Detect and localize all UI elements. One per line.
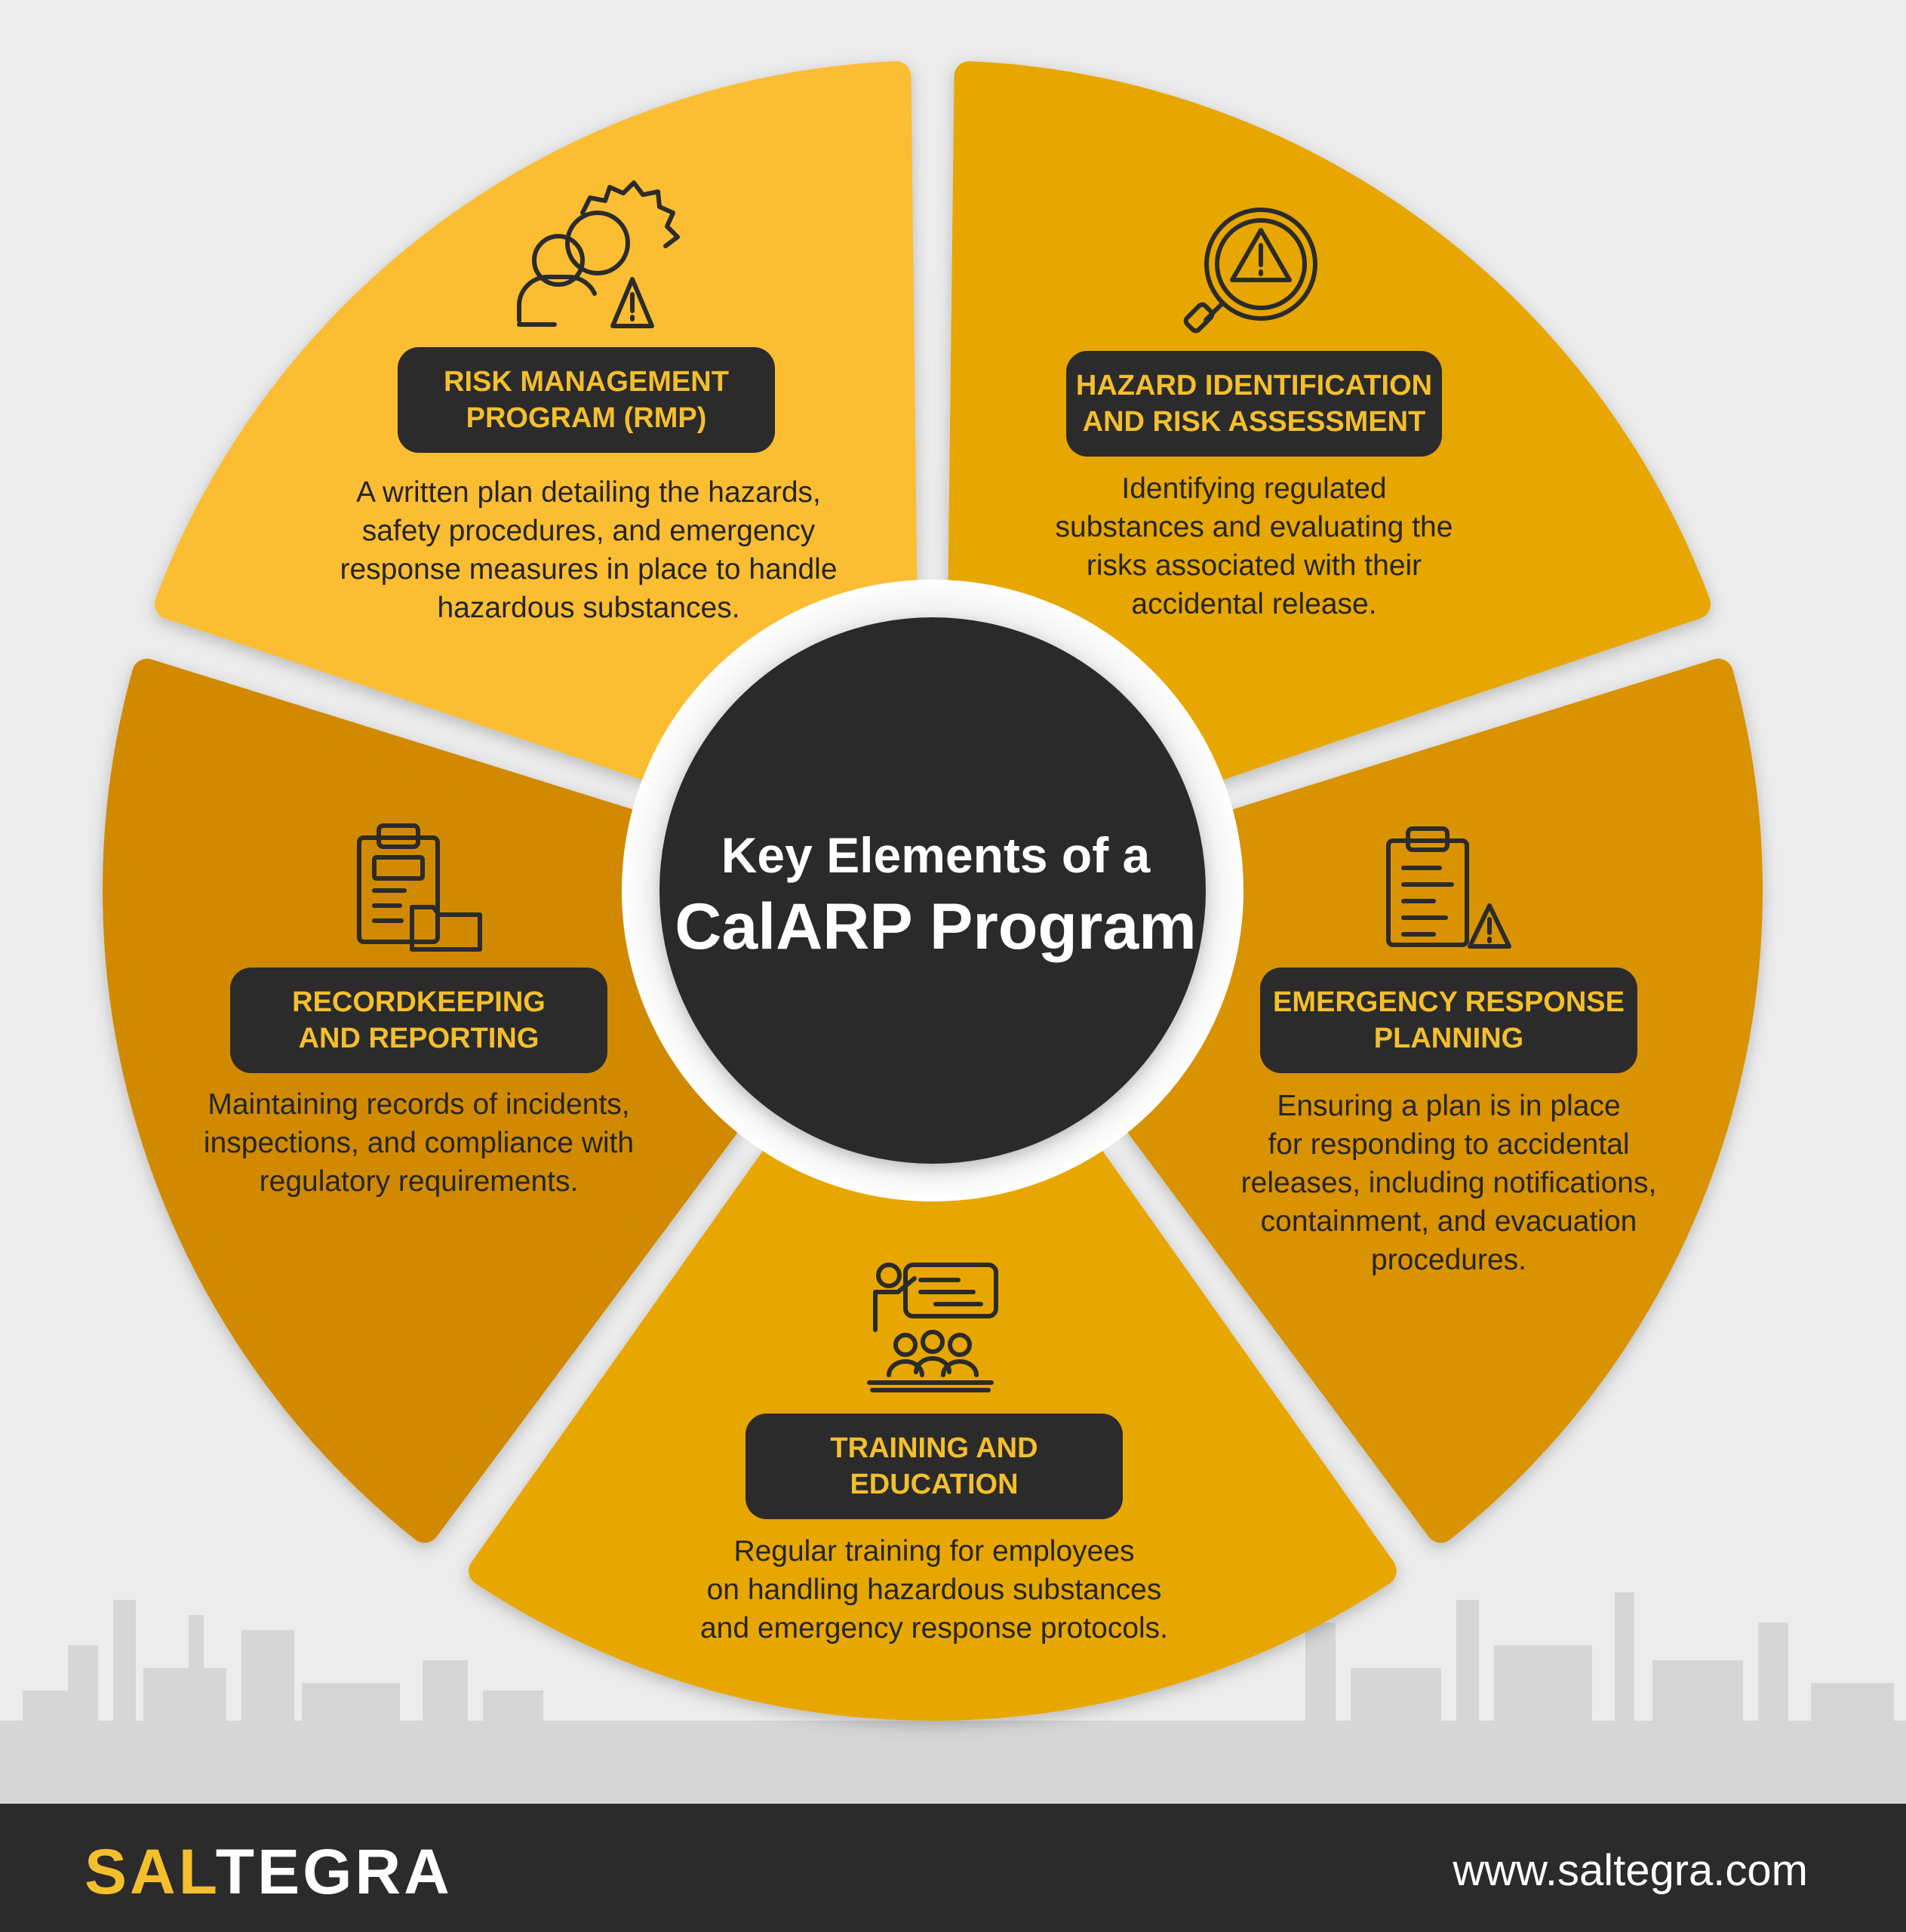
heading-line: PROGRAM (RMP) <box>466 402 707 434</box>
description-line: for responding to accidental <box>1268 1128 1630 1161</box>
website-url[interactable]: www.saltegra.com <box>1453 1846 1808 1895</box>
magnifier-warning-icon <box>1183 208 1317 334</box>
classroom-training-icon <box>867 1263 998 1392</box>
description-line: Maintaining records of incidents, <box>208 1088 630 1121</box>
description-line: inspections, and compliance with <box>203 1127 635 1159</box>
center-circle <box>659 617 1206 1164</box>
heading-line: PLANNING <box>1373 1023 1524 1054</box>
title-line-2: CalARP Program <box>675 891 1197 963</box>
segment-heading-emergency: EMERGENCY RESPONSE PLANNING <box>1260 968 1637 1073</box>
heading-line: RISK MANAGEMENT <box>444 366 729 398</box>
logo-part-1: SAL <box>85 1836 216 1907</box>
description-line: response measures in place to handle <box>340 553 838 586</box>
description-line: containment, and evacuation <box>1260 1205 1637 1238</box>
logo-part-2: TEGRA <box>215 1836 453 1907</box>
description-line: A written plan detailing the hazards, <box>356 476 821 509</box>
heading-line: TRAINING AND <box>830 1432 1038 1464</box>
description-line: on handling hazardous substances <box>706 1574 1162 1606</box>
description-line: and emergency response protocols. <box>699 1612 1169 1644</box>
segment-description-recordkeeping: Maintaining records of incidents, inspec… <box>155 1085 683 1201</box>
description-line: safety procedures, and emergency <box>361 515 816 547</box>
clipboard-warning-icon <box>1386 826 1511 949</box>
description-line: regulatory requirements. <box>259 1165 579 1198</box>
heading-line: RECORDKEEPING <box>292 986 546 1018</box>
skyline-silhouette <box>0 1592 1906 1804</box>
segment-heading-training: TRAINING AND EDUCATION <box>745 1414 1123 1519</box>
center-title: Key Elements of a CalARP Program <box>641 823 1230 966</box>
heading-line: AND RISK ASSESSMENT <box>1082 406 1426 438</box>
description-line: Ensuring a plan is in place <box>1277 1090 1621 1122</box>
clipboard-folder-icon <box>357 823 482 952</box>
segment-description-training: Regular training for employees on handli… <box>632 1532 1236 1647</box>
segment-description-rmp: A written plan detailing the hazards, sa… <box>287 473 890 627</box>
footer-bar <box>0 1804 1906 1932</box>
people-gear-warning-icon <box>517 180 680 328</box>
segment-heading-rmp: RISK MANAGEMENT PROGRAM (RMP) <box>398 347 775 453</box>
description-line: risks associated with their <box>1086 549 1422 582</box>
description-line: Identifying regulated <box>1121 472 1387 505</box>
segment-description-emergency: Ensuring a plan is in place for respondi… <box>1177 1087 1720 1279</box>
title-line-1: Key Elements of a <box>721 827 1151 883</box>
description-line: hazardous substances. <box>437 592 740 624</box>
description-line: substances and evaluating the <box>1055 511 1453 543</box>
heading-line: HAZARD IDENTIFICATION <box>1075 370 1433 401</box>
heading-line: AND REPORTING <box>298 1023 540 1054</box>
description-line: procedures. <box>1371 1244 1526 1276</box>
segment-description-hazard: Identifying regulated substances and eva… <box>952 469 1556 623</box>
description-line: releases, including notifications, <box>1240 1167 1657 1199</box>
saltegra-logo: SALTEGRA <box>85 1834 453 1909</box>
heading-line: EMERGENCY RESPONSE <box>1273 986 1625 1018</box>
description-line: accidental release. <box>1131 588 1377 620</box>
segment-heading-recordkeeping: RECORDKEEPING AND REPORTING <box>230 968 607 1073</box>
heading-line: EDUCATION <box>850 1469 1019 1500</box>
description-line: Regular training for employees <box>733 1535 1135 1567</box>
segment-heading-hazard: HAZARD IDENTIFICATION AND RISK ASSESSMEN… <box>1066 351 1442 457</box>
